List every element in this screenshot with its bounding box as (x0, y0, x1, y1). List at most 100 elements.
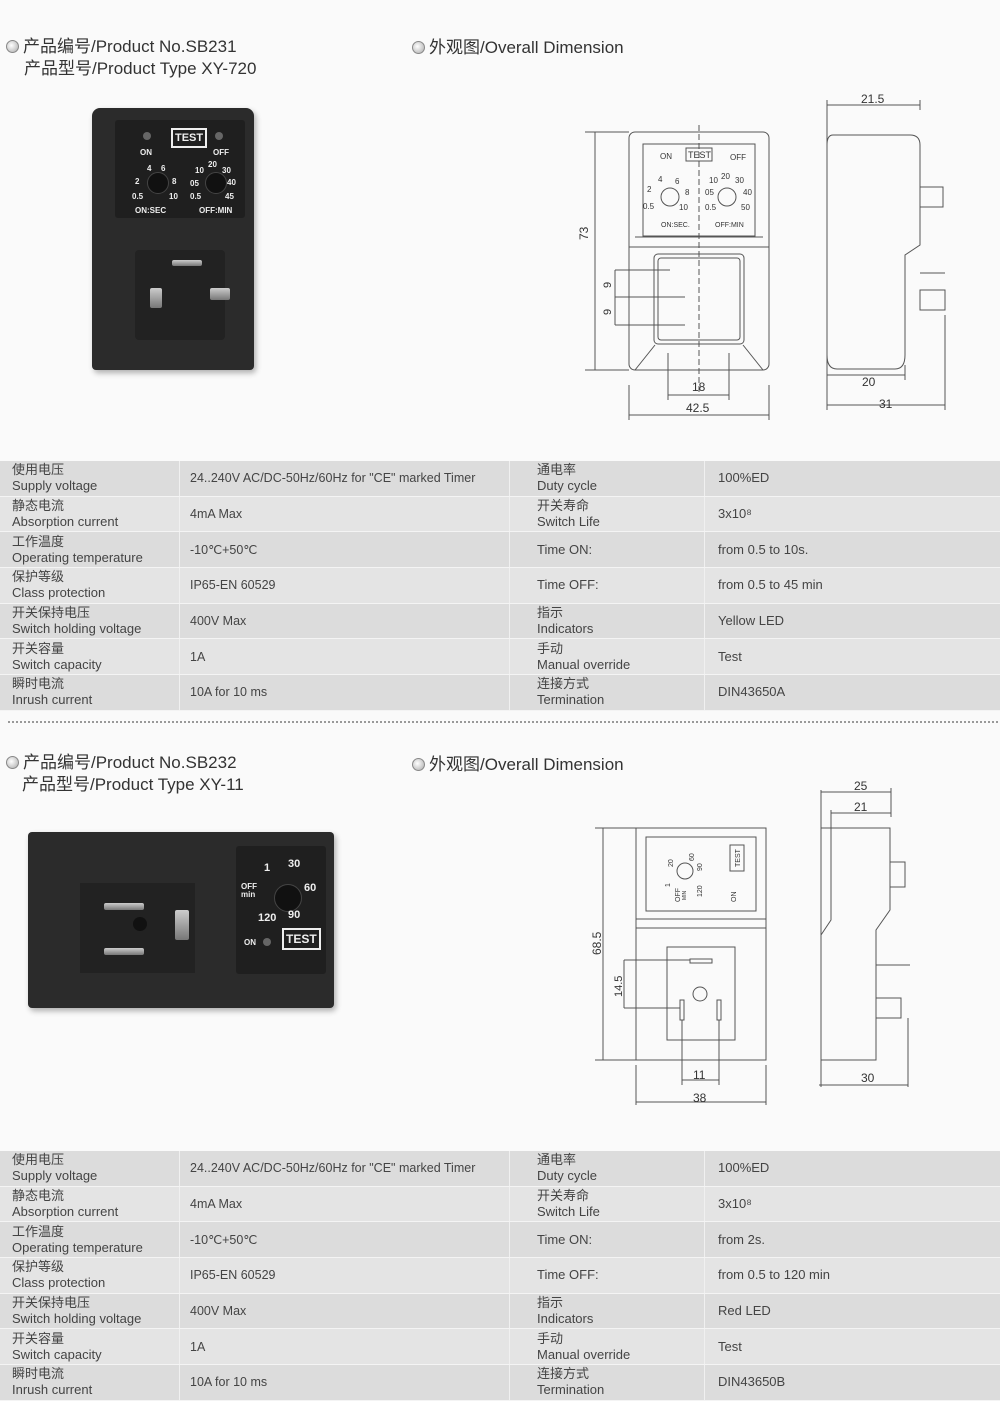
spec-value-2: 3x10⁸ (718, 506, 752, 522)
spec-value-2: Test (718, 1338, 742, 1354)
spec-value-2: Test (718, 648, 742, 664)
label-cn: 静态电流 (12, 1188, 65, 1204)
label: 0.5 (705, 203, 717, 212)
label: 20 (721, 172, 730, 181)
label-en: Termination (537, 1382, 605, 1398)
label-en: Operating temperature (12, 549, 143, 565)
label: 6 (675, 177, 680, 186)
spec-value: 24..240V AC/DC-50Hz/60Hz for "CE" marked… (180, 461, 510, 496)
product-type-heading: 产品型号/Product Type XY-720 (24, 59, 257, 78)
label-en: Time ON: (537, 1231, 593, 1247)
spec-value-2: from 0.5 to 120 min (718, 1267, 830, 1283)
label-cn: 连接方式 (537, 676, 590, 692)
label-cn: 手动 (537, 1330, 564, 1346)
spec-value: 4mA Max (180, 496, 510, 532)
spec-value: 10A for 10 ms (180, 675, 510, 710)
test-label: TEST (688, 150, 712, 160)
label: 21 (854, 800, 868, 814)
spec-value: IP65-EN 60529 (180, 1258, 510, 1293)
bullet-icon (412, 41, 425, 54)
label-en: Switch holding voltage (12, 621, 142, 637)
label-en: Duty cycle (537, 478, 597, 494)
label-en: Absorption current (12, 514, 119, 530)
label: 9 (602, 282, 614, 288)
label: 18 (692, 380, 706, 394)
label-cn: 保护等级 (12, 569, 65, 585)
label: 4 (147, 164, 152, 173)
label-cn: 保护等级 (12, 1259, 65, 1275)
label-en: Time OFF: (537, 577, 599, 593)
label-en: Inrush current (12, 1382, 93, 1398)
label: 2 (135, 177, 140, 186)
label-cn: 瞬时电流 (12, 1366, 65, 1382)
label-en: Class protection (12, 1275, 106, 1291)
spec-value: -10℃+50℃ (180, 532, 510, 568)
label-cn: 通电率 (537, 1152, 577, 1168)
label: 11 (693, 1068, 706, 1082)
spec-label-2: Time OFF: (510, 1258, 705, 1293)
spec-value: 1A (180, 639, 510, 675)
label-cn: 瞬时电流 (12, 676, 65, 692)
label: 1 (665, 883, 672, 887)
label-en: Time OFF: (537, 1267, 599, 1283)
dimension-drawing-xy11: 20 60 90 1 120 OFF MIN ON TEST 68.5 14.5… (590, 779, 910, 1105)
spec-value: 10A for 10 ms (180, 1365, 510, 1400)
dimension-heading: 外观图/Overall Dimension (412, 33, 624, 58)
spec-value: 400V Max (180, 1293, 510, 1329)
label: 8 (685, 188, 690, 197)
label: OFF (675, 888, 682, 902)
label: 120 (697, 885, 704, 897)
spec-value-2: 100%ED (718, 470, 770, 486)
label: 40 (743, 188, 752, 197)
label: 20 (668, 859, 675, 867)
label-cn: 开关容量 (12, 640, 65, 656)
label: 21.5 (861, 92, 885, 106)
label: 10 (195, 166, 204, 175)
label-cn: 通电率 (537, 462, 577, 478)
label: 8 (172, 177, 177, 186)
spec-label-2: Time ON: (510, 1222, 705, 1258)
bullet-icon (412, 758, 425, 771)
label: 10 (709, 176, 718, 185)
spec-value-2: 3x10⁸ (718, 1196, 752, 1212)
label: 0.5 (643, 202, 655, 211)
label: TEST (735, 848, 742, 867)
section-divider (8, 721, 998, 723)
label: 60 (689, 853, 696, 861)
spec-value: 24..240V AC/DC-50Hz/60Hz for "CE" marked… (180, 1151, 510, 1186)
label: 0.5 (132, 192, 144, 201)
label: 6 (161, 164, 166, 173)
label-en: Manual override (537, 1346, 631, 1362)
label: 120 (258, 912, 277, 924)
label: min (241, 890, 256, 899)
label: 0.5 (190, 192, 202, 201)
label: 90 (697, 863, 704, 871)
spec-value: -10℃+50℃ (180, 1222, 510, 1258)
label: 10 (169, 192, 178, 201)
label: 38 (693, 1091, 707, 1105)
label-cn: 指示 (537, 1295, 564, 1311)
spec-label-2: Time OFF: (510, 568, 705, 603)
product-no: 产品编号/Product No.SB231 (23, 37, 237, 56)
